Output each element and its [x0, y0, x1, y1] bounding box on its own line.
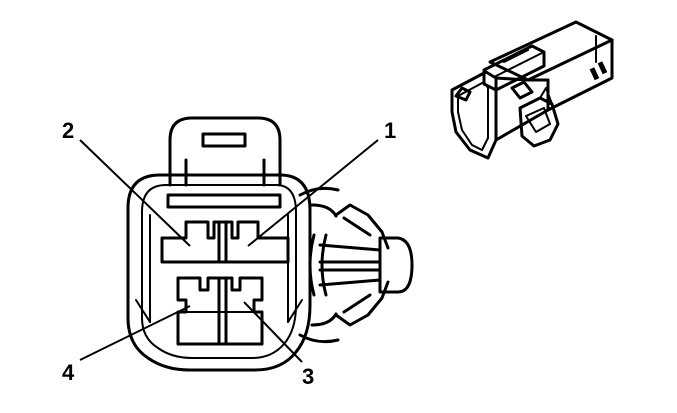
callout-label-4: 4 — [62, 360, 75, 385]
connector-outer-shell — [126, 173, 312, 372]
upper-terminal-cavities — [160, 220, 290, 264]
callout-label-3: 3 — [302, 364, 314, 389]
callout-label-1: 1 — [384, 118, 396, 143]
leader-line-2 — [79, 139, 191, 247]
callout-label-2: 2 — [62, 118, 74, 143]
connector-isometric-view — [450, 20, 614, 160]
leader-line-3 — [243, 301, 303, 363]
callout-labels: 1 2 3 4 — [62, 118, 396, 389]
leader-line-4 — [79, 305, 191, 361]
latch-slot — [201, 132, 247, 148]
connector-top-latch — [168, 116, 282, 187]
leader-line-1 — [247, 139, 379, 247]
side-locking-clip — [298, 186, 414, 344]
connector-inner-shell — [141, 184, 297, 359]
connector-face-view — [126, 116, 414, 372]
connector-upper-bar — [166, 193, 282, 209]
clip-release-knob — [378, 236, 414, 294]
callout-leaders — [79, 139, 379, 363]
